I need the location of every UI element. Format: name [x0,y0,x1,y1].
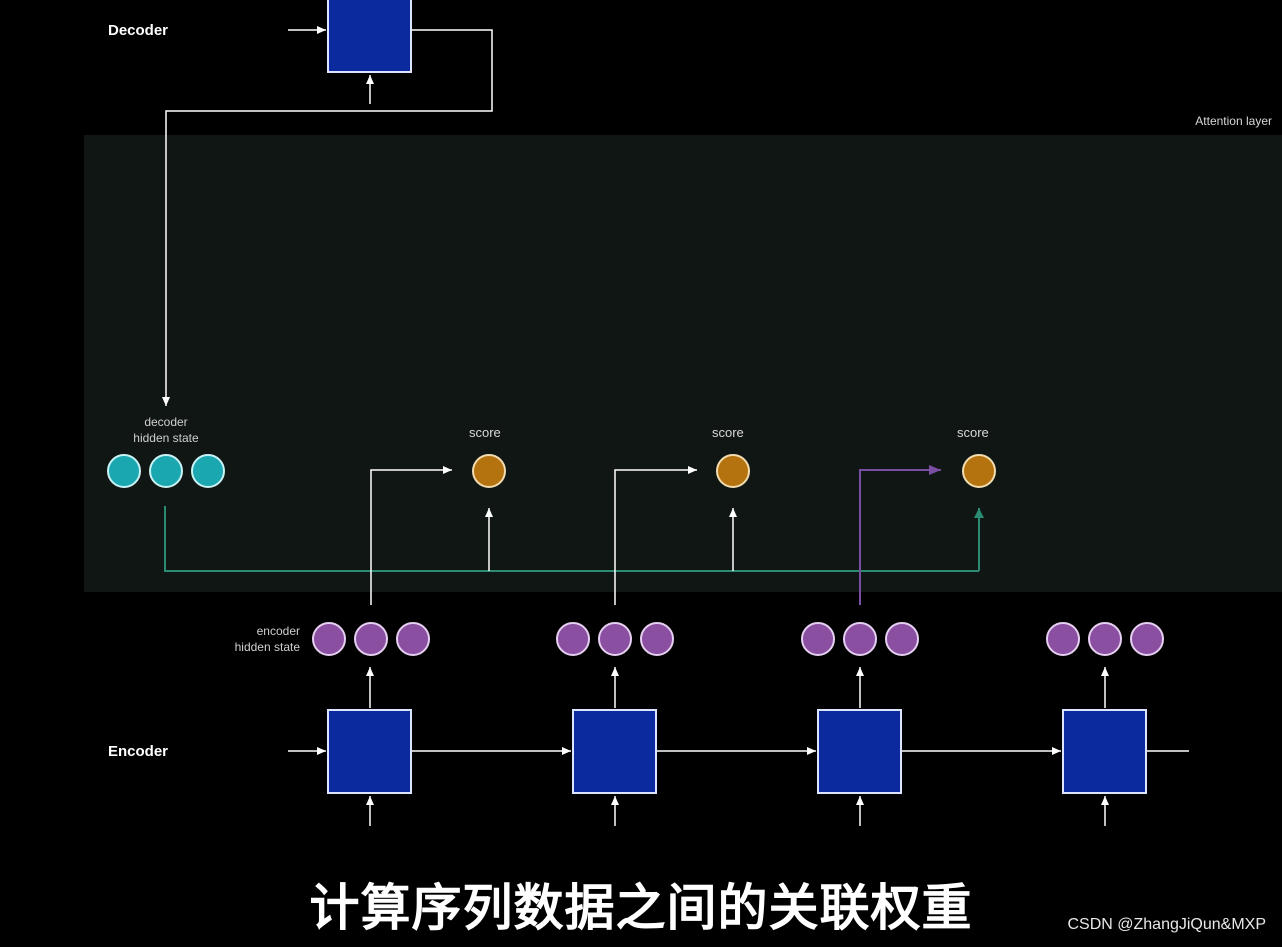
decoder-cell [327,0,412,73]
decoder-hidden-state-label: decoder hidden state [133,415,199,445]
encoder-label: Encoder [108,743,169,760]
encoder-state-node [396,622,430,656]
decoder-state-node [191,454,225,488]
score-label-1: score [469,425,501,440]
score-node-3 [962,454,996,488]
attention-layer-label: Attention layer [1195,114,1272,128]
encoder-2-to-score-arrow [614,466,697,605]
encoder-state-node [1046,622,1080,656]
decoder-hidden-state [107,454,225,488]
attention-layer-region [84,135,1282,592]
score-node-2 [716,454,750,488]
decoder-state-node [149,454,183,488]
encoder-cell-3 [817,709,902,794]
encoder-state-node [885,622,919,656]
encoder-state-node [801,622,835,656]
encoder-state-node [1130,622,1164,656]
encoder-state-node [843,622,877,656]
encoder-cell-1 [327,709,412,794]
score-nodes [472,454,996,488]
score-label-3: score [957,425,989,440]
score-label-2: score [712,425,744,440]
encoder-cell-4 [1062,709,1147,794]
encoder-hidden-states [312,622,1164,656]
decoder-block [162,0,493,406]
decoder-to-score-connector [164,506,984,572]
decoder-state-node [107,454,141,488]
csdn-watermark: CSDN @ZhangJiQun&MXP [1067,916,1266,933]
encoder-state-node [354,622,388,656]
encoder-cell-2 [572,709,657,794]
encoder-state-node [556,622,590,656]
score-node-1 [472,454,506,488]
encoder-state-node [598,622,632,656]
encoder-to-score-connectors [370,465,941,605]
encoder-block [288,667,1189,826]
encoder-state-node [312,622,346,656]
encoder-state-node [1088,622,1122,656]
teal-bus-line [164,506,979,572]
encoder-hidden-state-label: encoder hidden state [234,624,300,654]
decoder-hidden-feed-arrow [162,29,493,406]
decoder-label: Decoder [108,22,169,39]
encoder-3-to-score-arrow [859,465,941,605]
encoder-1-to-score-arrow [370,466,452,605]
video-subtitle: 计算序列数据之间的关联权重 [309,880,973,936]
encoder-state-node [640,622,674,656]
